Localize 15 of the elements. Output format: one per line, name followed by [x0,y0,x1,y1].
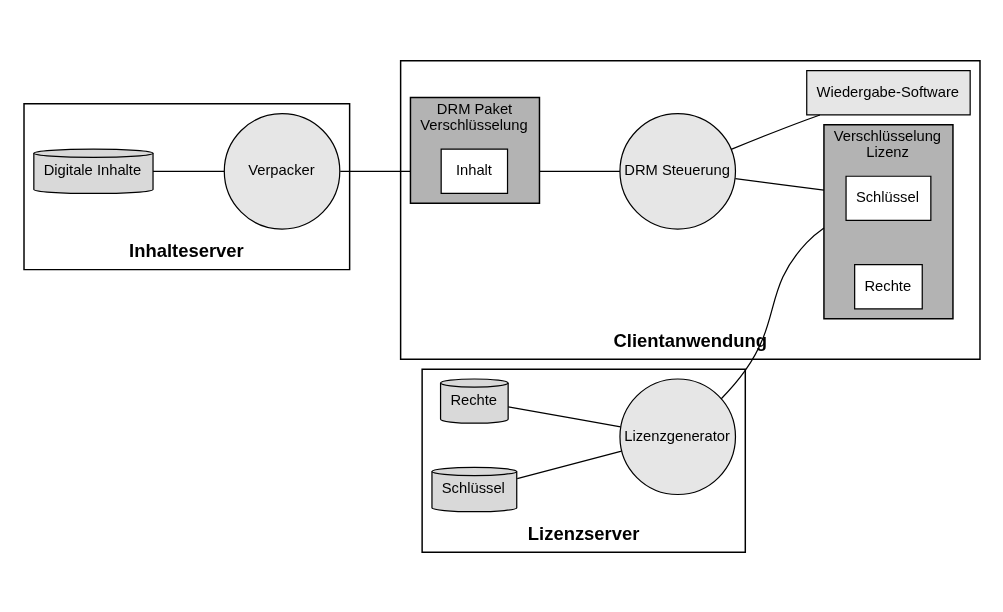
connector [151,170,225,172]
node-circle: DRM Steuerung [618,112,736,230]
connector [339,170,411,172]
connector [538,170,621,172]
connector [720,226,825,399]
node-circle: Verpacker [223,112,340,230]
connector [730,113,821,150]
connector [734,177,825,191]
node-circle: Lizenzgenerator [618,377,736,495]
connector [507,405,621,427]
node-box: Schlüssel [844,175,931,221]
connector [516,450,622,479]
node-box: Wiedergabe-Software [805,69,971,115]
node-box: Inhalt [440,148,508,194]
node-box: Rechte [853,263,923,310]
